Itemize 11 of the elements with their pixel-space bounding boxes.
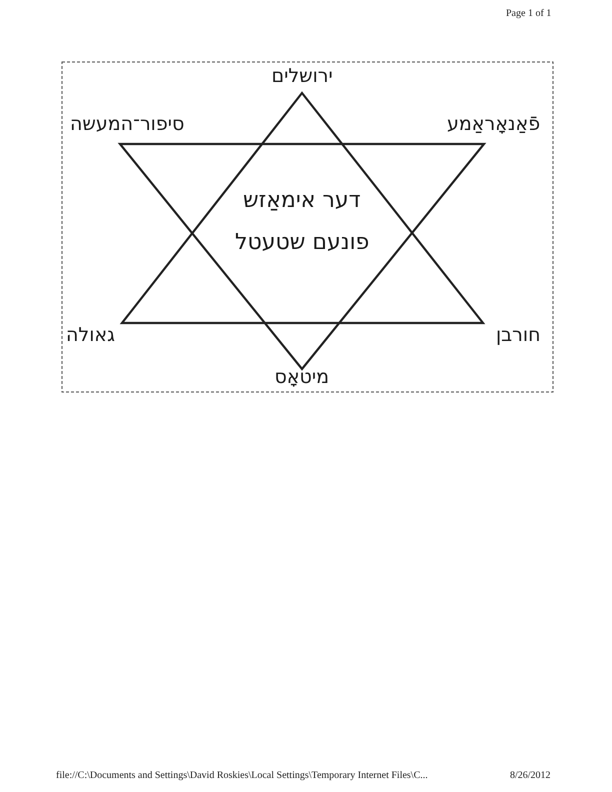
point-label: פֿאַנאָראַמע — [447, 115, 540, 134]
print-date: 8/26/2012 — [510, 771, 551, 781]
point-label: סיפור־המעשה — [70, 115, 184, 134]
point-label: מיטאָס — [274, 368, 330, 387]
point-label: גאולה — [66, 326, 115, 345]
point-label: ירושלים — [272, 67, 333, 86]
point-label: חורבן — [496, 326, 540, 345]
file-path: file://C:\Documents and Settings\David Roskies\Local Settings\Temporary Internet Files\C... — [56, 771, 428, 781]
center-title: דער אימאַזש — [243, 190, 361, 212]
center-title: פונעם שטעטל — [235, 232, 370, 254]
page-number: Page 1 of 1 — [506, 9, 552, 19]
